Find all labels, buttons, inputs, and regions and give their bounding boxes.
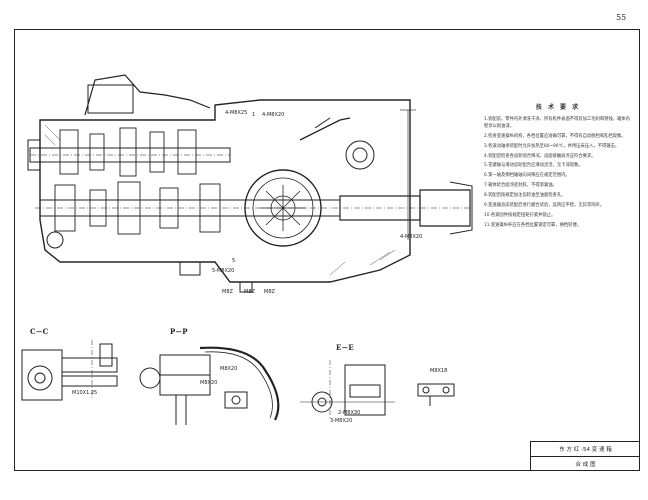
- note-item: 8.装配后按规定加注齿轮油至油面检查孔。: [484, 193, 566, 199]
- section-e-label: E－E: [336, 343, 354, 352]
- detail-right-view: [417, 383, 455, 406]
- output-flange: [419, 189, 471, 227]
- shift-tower: [84, 74, 211, 116]
- shift-lever: [299, 117, 351, 141]
- title-block-name: 东 方 红 -54 变 速 箱: [531, 442, 640, 457]
- note-item: 5.花键轴与滑动齿轮配合应滑动灵活，无卡滞现象。: [484, 163, 583, 169]
- callout-label: M8Z: [244, 289, 255, 295]
- lower-gears: [54, 181, 221, 235]
- technical-requirements: 技 术 要 求 1.装配前，零件内外清洗干净，所有机件表面不得有加工毛刺和锈蚀，…: [484, 104, 632, 233]
- section-p-view: [139, 346, 280, 425]
- gearbox-housing: [39, 99, 411, 283]
- callout-label: 5-M8X20: [212, 268, 235, 274]
- callout-label: M8Z: [264, 289, 275, 295]
- section-e-view: [300, 360, 395, 420]
- callout-label: 3-M8X20: [330, 418, 353, 424]
- note-item: 10.各紧固件按规定扭矩拧紧并锁止。: [484, 212, 556, 218]
- upper-gears: [59, 127, 197, 177]
- callout-label: 4-M8X20: [262, 112, 285, 118]
- callout-label: 4-M8X20: [400, 234, 423, 240]
- callout-label: 5: [232, 258, 236, 264]
- callout-label: M8X20: [200, 380, 218, 386]
- note-item: 1.装配前，零件内外清洗干净，所有机件表面不得有加工毛刺和锈蚀，箱体内壁涂以耐油…: [484, 117, 630, 129]
- callout-label: M8X20: [220, 366, 238, 372]
- note-item: 4.装配后检查各齿轮啮合情况，齿面接触斑点应符合要求。: [484, 153, 596, 159]
- top-cover: [87, 84, 134, 114]
- input-flange: [27, 139, 41, 171]
- callout-label: M8Z: [222, 289, 233, 295]
- note-item: 9.变速器总成装配后进行磨合试验，运转应平稳，无异常响声。: [484, 203, 605, 209]
- callout-label: M10X1.25: [72, 390, 98, 396]
- section-c-view: [21, 340, 118, 401]
- notes-title: 技 术 要 求: [535, 104, 581, 111]
- callout-label: 1: [252, 112, 256, 118]
- callout-label: 4-M8X25: [225, 110, 248, 116]
- section-c-label: C－C: [30, 327, 49, 336]
- callout-label: 2-M8X30: [338, 410, 361, 416]
- page-number: 55: [616, 13, 627, 22]
- right-bearing: [345, 140, 375, 170]
- main-gear: [244, 169, 322, 247]
- section-p-label: P－P: [170, 327, 188, 336]
- callout-label: M8X18: [430, 368, 448, 374]
- note-item: 6.第一轴及倒档轴轴向间隙应在规定范围内。: [484, 173, 570, 179]
- drawing-frame: [14, 29, 640, 471]
- title-block: 东 方 红 -54 变 速 箱 合 成 图: [530, 441, 640, 471]
- note-item: 7.箱体结合面涂密封胶，不得渗漏油。: [484, 183, 557, 189]
- note-item: 3.各滚动轴承装配时允许加热至80~90℃，并用压床压入，不得锤击。: [484, 143, 620, 149]
- note-item: 11.变速操纵杆应在各档位置锁定可靠，换档轻便。: [484, 222, 582, 228]
- note-item: 2.检查变速操纵机构，各档位置应准确可靠，不得有自动脱档和乱档现象。: [484, 133, 626, 139]
- title-block-subtitle: 合 成 图: [575, 462, 596, 468]
